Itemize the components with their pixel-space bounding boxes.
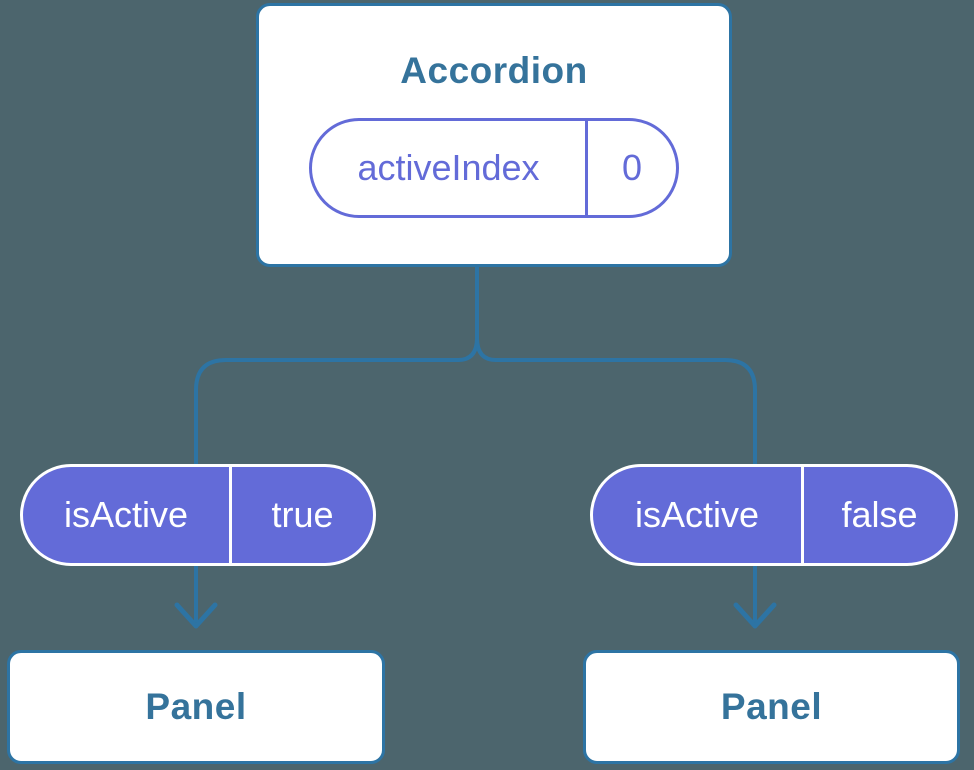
prop-pill-name: isActive [593, 467, 804, 563]
arrow-down-icon [733, 602, 777, 629]
arrow-down-icon [174, 602, 218, 629]
accordion-node: Accordion activeIndex 0 [256, 3, 732, 267]
panel-title: Panel [145, 686, 247, 727]
state-pill-name: activeIndex [312, 121, 588, 215]
accordion-title: Accordion [400, 50, 588, 91]
panel-title: Panel [720, 686, 823, 727]
connector-left-branch [194, 266, 479, 622]
panel-node-left: Panel [7, 650, 385, 764]
prop-pill-name: isActive [23, 467, 232, 563]
prop-pill-isactive-false: isActive false [590, 464, 958, 566]
prop-pill-isactive-true: isActive true [20, 464, 376, 566]
panel-node-right: Panel [583, 650, 960, 764]
state-pill-value: 0 [621, 147, 643, 188]
state-pill-activeindex: activeIndex 0 [309, 118, 679, 218]
connector-right-branch [475, 266, 757, 622]
prop-pill-value: true [271, 494, 334, 535]
prop-pill-value: false [841, 494, 918, 535]
